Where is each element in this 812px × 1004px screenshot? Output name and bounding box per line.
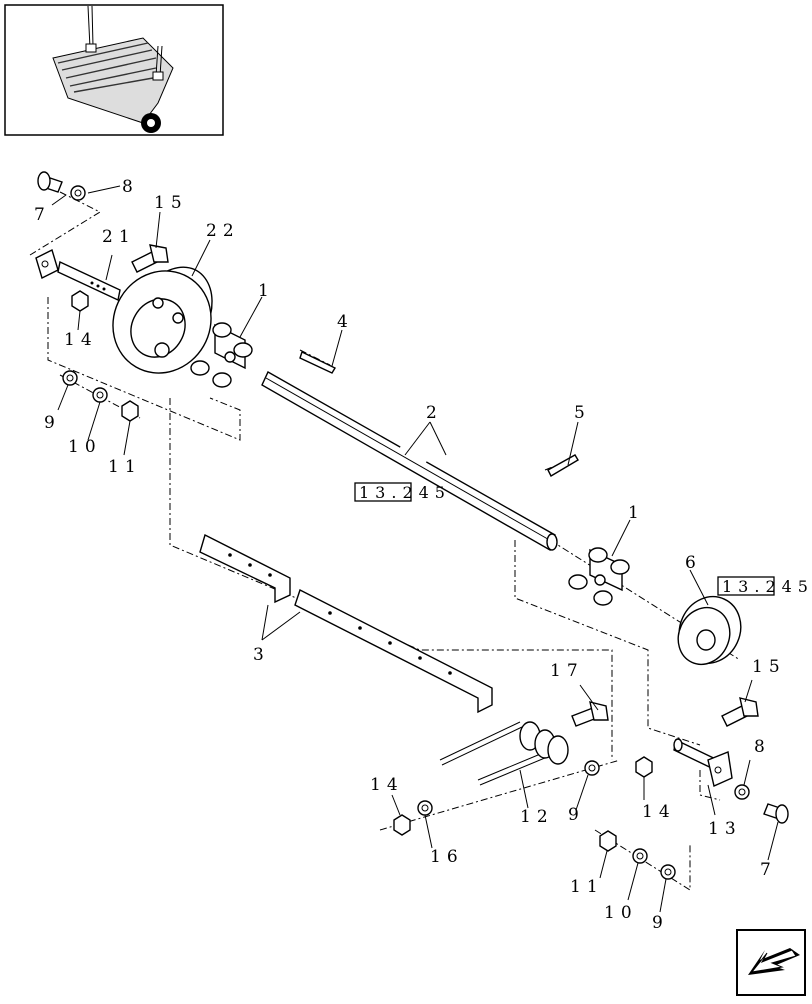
callout-21: 21	[102, 227, 136, 247]
machine-overview-thumbnail	[4, 4, 224, 136]
bearing-block-left	[190, 322, 253, 388]
shaft	[261, 371, 558, 552]
callout-8: 8	[754, 737, 771, 757]
leader-lines	[51, 185, 779, 913]
hitch-pin-13	[673, 738, 733, 787]
reference-13-245-right[interactable]: 13.245	[717, 576, 812, 596]
callout-1: 1	[628, 503, 645, 523]
angle-strips	[199, 533, 493, 714]
callout-3: 3	[253, 645, 270, 665]
counterweight-disc	[677, 595, 742, 666]
callout-9: 9	[44, 413, 61, 433]
callout-2: 2	[426, 403, 443, 423]
flywheel-disc	[112, 266, 213, 374]
reference-13-245-center[interactable]: 13.245	[354, 482, 451, 502]
callout-16: 16	[430, 847, 464, 867]
callout-4: 4	[337, 312, 354, 332]
callout-14: 14	[370, 775, 404, 795]
bearing-block-right	[568, 547, 630, 606]
callout-12: 12	[520, 807, 554, 827]
callout-9: 9	[652, 913, 669, 933]
callout-5: 5	[574, 403, 591, 423]
callout-14: 14	[642, 802, 676, 822]
next-page-arrow-icon[interactable]	[736, 929, 806, 996]
hitch-pin-21	[35, 249, 121, 302]
nuts-and-washers	[62, 185, 750, 880]
callout-9: 9	[568, 805, 585, 825]
callout-7: 7	[34, 205, 51, 225]
callout-17: 17	[550, 661, 584, 681]
torsion-spring	[439, 721, 569, 786]
reference-label: 13.245	[359, 483, 451, 502]
callout-22: 22	[206, 221, 240, 241]
callout-6: 6	[685, 553, 702, 573]
callout-14: 14	[64, 330, 98, 350]
callout-10: 10	[68, 437, 102, 457]
callout-labels: 1 1 2 3 4 5 6 7 7 8 8 9 9 9 10 10 11 11 …	[34, 177, 786, 933]
callout-11: 11	[570, 877, 604, 897]
cotter-pins	[299, 351, 579, 477]
callout-7: 7	[760, 860, 777, 880]
bolts	[37, 171, 789, 824]
reference-label: 13.245	[722, 577, 812, 596]
callout-11: 11	[108, 457, 142, 477]
callout-13: 13	[708, 819, 742, 839]
callout-15: 15	[752, 657, 786, 677]
callout-15: 15	[154, 193, 188, 213]
callout-10: 10	[604, 903, 638, 923]
callout-8: 8	[122, 177, 139, 197]
callout-1: 1	[258, 281, 275, 301]
